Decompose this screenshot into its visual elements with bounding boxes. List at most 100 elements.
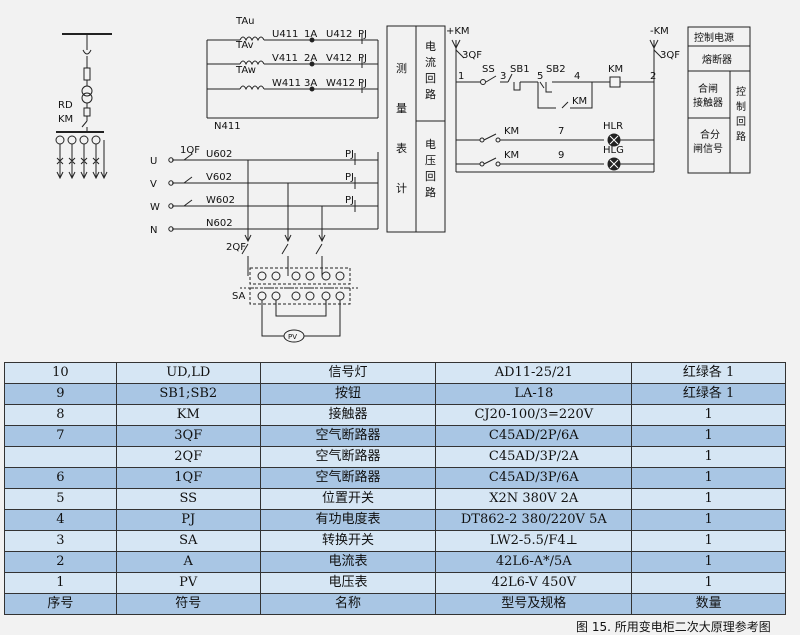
bom-cell-no: 6 <box>4 467 117 489</box>
bom-cell-model: AD11-25/21 <box>435 362 633 384</box>
node-w412: W412 <box>326 78 355 89</box>
bom-cell-no: 5 <box>4 488 117 510</box>
meter-box-char-2: 量 <box>396 102 407 115</box>
bom-cell-no: 9 <box>4 383 117 405</box>
node-u412: U412 <box>326 29 352 40</box>
bom-cell-model: CJ20-100/3=220V <box>435 404 633 426</box>
bom-cell-name: 空气断路器 <box>259 425 437 447</box>
legend-fuse: 熔断器 <box>702 53 732 66</box>
pj-label-4: PJ <box>345 149 354 160</box>
breaker-2qf-label: 2QF <box>226 242 246 253</box>
bom-cell-model: C45AD/3P/2A <box>435 446 633 468</box>
plus-km-label: +KM <box>446 26 470 37</box>
voltage-circuit-char-2: 压 <box>425 154 436 167</box>
bom-cell-model: C45AD/2P/6A <box>435 425 633 447</box>
legend-contactor-2: 接触器 <box>693 96 723 109</box>
bom-cell-name: 转换开关 <box>259 530 437 552</box>
km-hold-label: KM <box>572 96 587 107</box>
bom-header-symbol: 符号 <box>115 593 261 615</box>
bom-cell-name: 位置开关 <box>259 488 437 510</box>
breaker-3qf-left: 3QF <box>462 50 482 61</box>
table-header-row: 序号符号名称型号及规格数量 <box>4 593 786 615</box>
bom-cell-symbol: SS <box>115 488 261 510</box>
node-2: 2 <box>650 71 656 82</box>
legend-trip-1: 合分 <box>700 128 720 141</box>
bom-cell-model: LW2-5.5/F4⊥ <box>435 530 633 552</box>
sb2-label: SB2 <box>546 64 566 75</box>
legend-ctrl-3: 回 <box>736 116 746 128</box>
ammeter-2a: 2A <box>304 53 317 64</box>
voltage-circuit-char-4: 路 <box>425 186 436 199</box>
node-u411: U411 <box>272 29 298 40</box>
node-w411: W411 <box>272 78 301 89</box>
legend-contactor-1: 合闸 <box>698 82 718 95</box>
bom-cell-model: 42L6-V 450V <box>435 572 633 594</box>
node-w602: W602 <box>206 195 235 206</box>
bom-cell-no: 2 <box>4 551 117 573</box>
node-u602: U602 <box>206 149 232 160</box>
bom-cell-symbol: KM <box>115 404 261 426</box>
node-7: 7 <box>558 126 564 137</box>
bom-cell-model: X2N 380V 2A <box>435 488 633 510</box>
legend-power: 控制电源 <box>694 31 734 44</box>
current-circuit-char-4: 路 <box>425 88 436 101</box>
bom-header-model: 型号及规格 <box>435 593 633 615</box>
breaker-1qf-label: 1QF <box>180 145 200 156</box>
voltage-circuit-char-1: 电 <box>425 138 436 151</box>
wiring-schematic: RD KM TAu TAv TAw U411 V411 W411 1A 2A 3… <box>55 16 751 343</box>
km-coil-label: KM <box>608 64 623 75</box>
bom-cell-qty: 1 <box>631 446 786 468</box>
node-4: 4 <box>574 71 580 82</box>
bom-cell-name: 信号灯 <box>259 362 437 384</box>
bom-header-no: 序号 <box>4 593 117 615</box>
ct-v-label: TAv <box>235 40 254 51</box>
meter-box-char-1: 测 <box>396 62 407 75</box>
bom-cell-model: 42L6-A*/5A <box>435 551 633 573</box>
bom-cell-name: 按钮 <box>259 383 437 405</box>
ct-u-label: TAu <box>235 16 255 27</box>
km-green-branch-label: KM <box>504 150 519 161</box>
bom-cell-name: 空气断路器 <box>259 467 437 489</box>
bom-cell-symbol: SB1;SB2 <box>115 383 261 405</box>
bom-cell-qty: 1 <box>631 425 786 447</box>
ss-label: SS <box>482 64 495 75</box>
bom-cell-qty: 1 <box>631 551 786 573</box>
pj-label-5: PJ <box>345 172 354 183</box>
bom-header-qty: 数量 <box>631 593 786 615</box>
breaker-3qf-right: 3QF <box>660 50 680 61</box>
node-v412: V412 <box>326 53 352 64</box>
bom-cell-no: 4 <box>4 509 117 531</box>
node-n411: N411 <box>214 121 241 132</box>
bom-cell-qty: 1 <box>631 404 786 426</box>
bom-cell-symbol: 3QF <box>115 425 261 447</box>
bom-cell-qty: 1 <box>631 488 786 510</box>
bom-cell-qty: 1 <box>631 572 786 594</box>
bom-cell-qty: 1 <box>631 509 786 531</box>
legend-ctrl-2: 制 <box>736 100 746 113</box>
sb1-label: SB1 <box>510 64 530 75</box>
pj-label-3: PJ <box>358 78 367 89</box>
legend-trip-2: 闸信号 <box>693 142 723 155</box>
bom-cell-symbol: A <box>115 551 261 573</box>
pj-label-2: PJ <box>358 53 367 64</box>
switch-sa-label: SA <box>232 291 246 302</box>
legend-ctrl-4: 路 <box>736 130 746 143</box>
node-v411: V411 <box>272 53 298 64</box>
bom-cell-qty: 红绿各 1 <box>631 383 786 405</box>
bom-cell-no: 1 <box>4 572 117 594</box>
current-circuit-char-1: 电 <box>425 40 436 53</box>
bom-cell-model: LA-18 <box>435 383 633 405</box>
phase-v: V <box>150 179 157 190</box>
ammeter-3a: 3A <box>304 78 317 89</box>
meter-box-char-3: 表 <box>396 141 407 155</box>
phase-n: N <box>150 225 157 236</box>
pj-label-1: PJ <box>358 29 367 40</box>
